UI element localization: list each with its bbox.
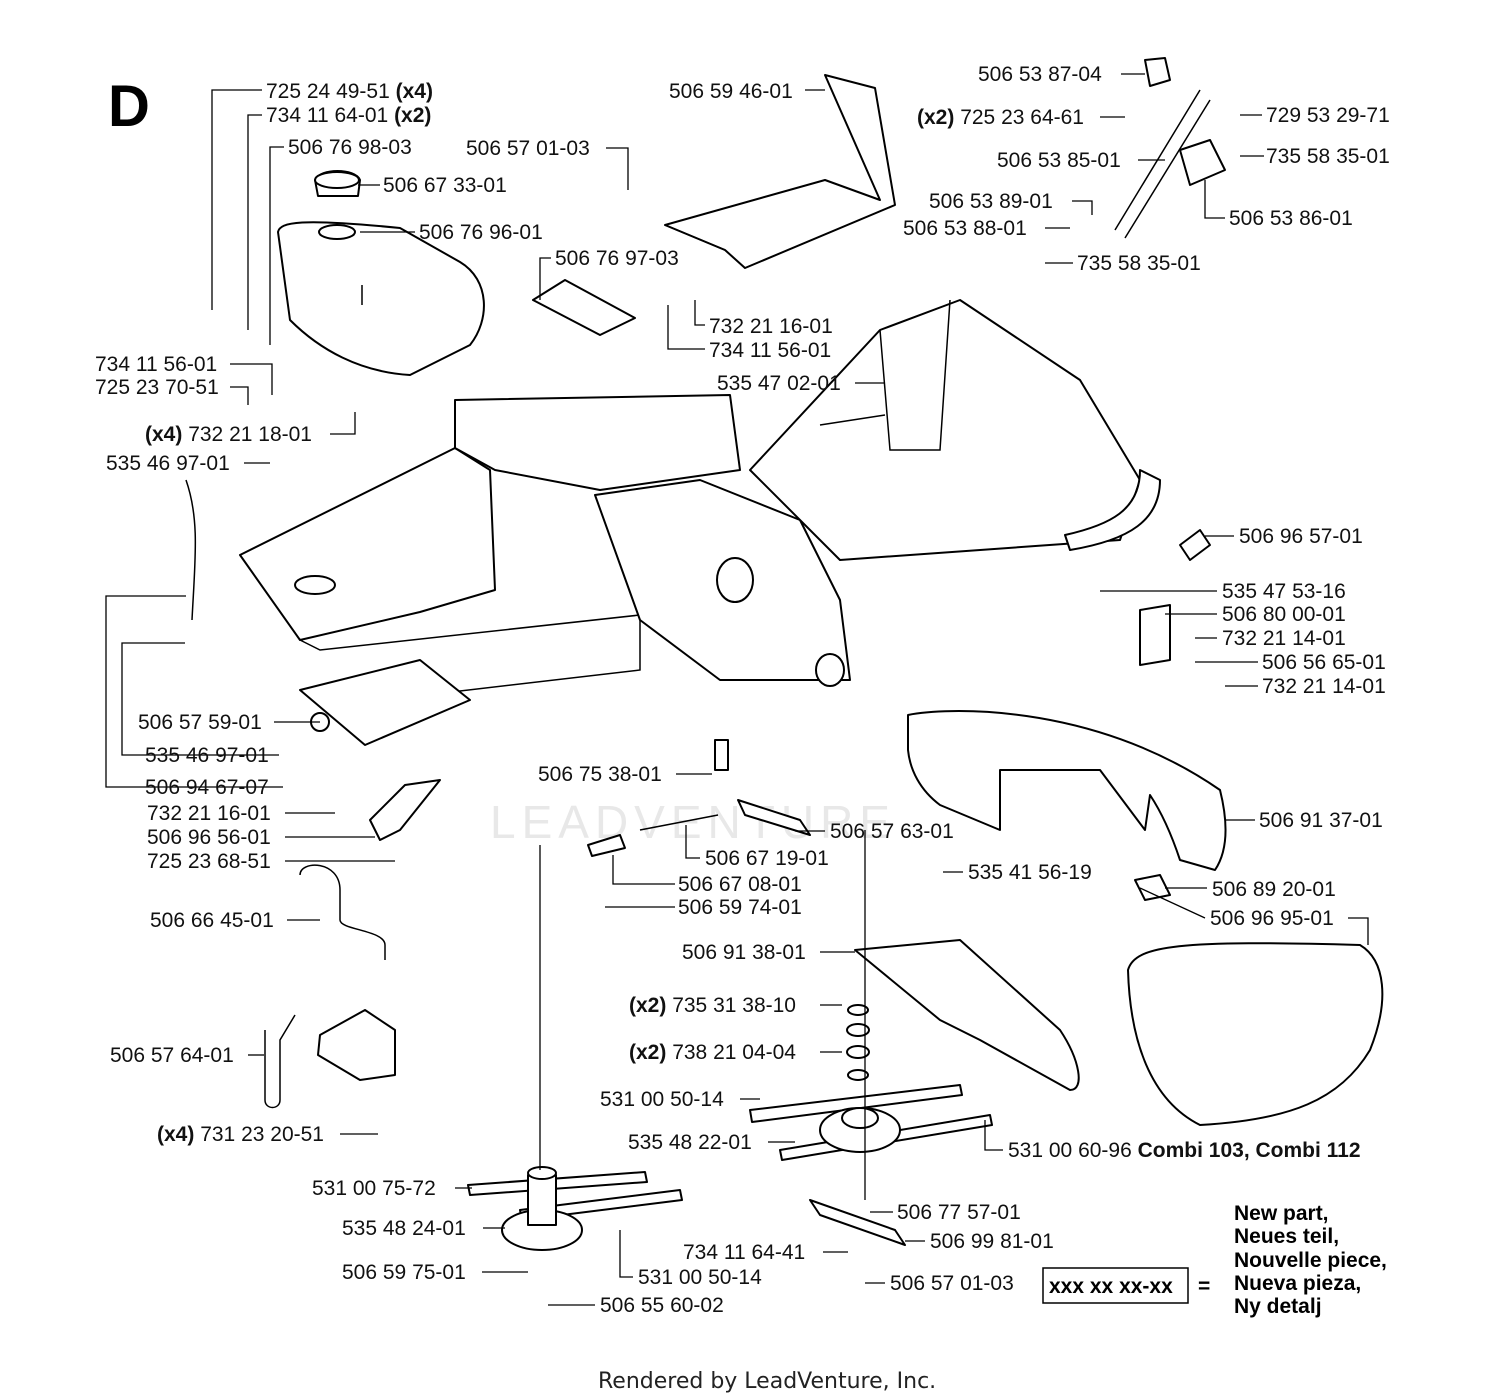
brake-lever-illustration	[1114, 57, 1226, 239]
callout-c4: 506 67 33-01	[383, 174, 507, 197]
callout-c50: 506 57 64-01	[110, 1044, 234, 1067]
callout-c51: 531 00 50-14	[600, 1088, 724, 1111]
callout-c10: 734 11 56-01	[709, 339, 831, 362]
callout-c23: (x4) 732 21 18-01	[145, 423, 312, 446]
callout-c19: 506 53 88-01	[903, 217, 1027, 240]
callout-c25: 506 96 57-01	[1239, 525, 1363, 548]
callout-c27: 506 80 00-01	[1222, 603, 1346, 626]
side-cover-illustration	[1127, 942, 1384, 1126]
callout-c30: 732 21 14-01	[1262, 675, 1386, 698]
callout-c35: 506 96 56-01	[147, 826, 271, 849]
legend-line-3: Nouvelle piece,	[1234, 1249, 1387, 1272]
leader-lines	[105, 73, 1369, 1306]
callout-c41: 506 67 08-01	[678, 873, 802, 896]
callout-c16: 735 58 35-01	[1266, 145, 1390, 168]
callout-c9: 732 21 16-01	[709, 315, 833, 338]
hardware-illustration	[185, 479, 1211, 1109]
legend-box	[1042, 1267, 1189, 1304]
callout-c48: (x2) 735 31 38-10	[629, 994, 796, 1017]
callout-labels: 725 24 49-51 (x4) 734 11 64-01 (x2) 506 …	[95, 63, 1390, 1317]
callout-c37: 506 75 38-01	[538, 763, 662, 786]
callout-c39: 506 67 19-01	[705, 847, 829, 870]
callout-c44: 506 89 20-01	[1212, 878, 1336, 901]
legend-line-1: New part,	[1234, 1202, 1329, 1225]
fuel-tank-illustration	[277, 170, 485, 376]
callout-c45: 506 96 95-01	[1210, 907, 1334, 930]
callout-c2: 734 11 64-01 (x2)	[266, 104, 431, 127]
callout-c36: 725 23 68-51	[147, 850, 271, 873]
callout-c60: 506 59 75-01	[342, 1261, 466, 1284]
seat-plate-illustration	[664, 74, 896, 269]
callout-c21: 734 11 56-01	[95, 353, 217, 376]
watermark-text: LEADVENTURE	[490, 796, 896, 848]
callout-c29: 506 56 65-01	[1262, 651, 1386, 674]
pulley-right-illustration	[749, 1004, 993, 1246]
callout-c62: 506 57 01-03	[890, 1272, 1014, 1295]
callout-c38: 506 57 63-01	[830, 820, 954, 843]
callout-c6: 506 59 46-01	[669, 80, 793, 103]
callout-c14: 729 53 29-71	[1266, 104, 1390, 127]
callout-c33: 506 94 67-07	[145, 776, 269, 799]
callout-c31: 506 57 59-01	[138, 711, 262, 734]
legend-line-5: Ny detalj	[1234, 1295, 1322, 1318]
callout-c49: (x2) 738 21 04-04	[629, 1041, 796, 1064]
callout-c5: 506 76 96-01	[419, 221, 543, 244]
callout-c17: 506 53 89-01	[929, 190, 1053, 213]
callout-c63: 506 55 60-02	[600, 1294, 724, 1317]
callout-c47: 506 91 38-01	[682, 941, 806, 964]
callout-c53: 531 00 60-96 Combi 103, Combi 112	[1008, 1139, 1361, 1162]
callout-c18: 506 53 86-01	[1229, 207, 1353, 230]
main-frame-illustration	[239, 299, 1161, 746]
bracket-97-illustration	[532, 279, 636, 336]
callout-c34: 732 21 16-01	[147, 802, 271, 825]
callout-c28: 732 21 14-01	[1222, 627, 1346, 650]
callout-c46: 506 66 45-01	[150, 909, 274, 932]
callout-c26: 535 47 53-16	[1222, 580, 1346, 603]
callout-c59: 734 11 64-41	[683, 1241, 805, 1264]
lower-guard-illustration	[854, 939, 1080, 1091]
legend-line-4: Nueva pieza,	[1234, 1272, 1361, 1295]
callout-c42: 506 59 74-01	[678, 896, 802, 919]
callout-c55: 531 00 75-72	[312, 1177, 436, 1200]
callout-c40: 506 91 37-01	[1259, 809, 1383, 832]
callout-c54: (x4) 731 23 20-51	[157, 1123, 324, 1146]
new-part-legend: xxx xx xx-xx = New part, Neues teil, Nou…	[1042, 1202, 1387, 1318]
callout-c61: 531 00 50-14	[638, 1266, 762, 1289]
callout-c24: 535 46 97-01	[106, 452, 230, 475]
section-letter: D	[108, 74, 150, 139]
callout-c8: 506 76 97-03	[555, 247, 679, 270]
callout-c52: 535 48 22-01	[628, 1131, 752, 1154]
callout-c13: (x2) 725 23 64-61	[917, 106, 1084, 129]
callout-c7: 506 57 01-03	[466, 137, 590, 160]
callout-c57: 506 77 57-01	[897, 1201, 1021, 1224]
legend-equals: =	[1198, 1275, 1210, 1298]
callout-c20: 735 58 35-01	[1077, 252, 1201, 275]
callout-c1: 725 24 49-51 (x4)	[266, 80, 433, 103]
callout-c22: 725 23 70-51	[95, 376, 219, 399]
callout-c12: 506 53 87-04	[978, 63, 1102, 86]
legend-line-2: Neues teil,	[1234, 1225, 1339, 1248]
callout-c11: 535 47 02-01	[717, 372, 841, 395]
callout-c15: 506 53 85-01	[997, 149, 1121, 172]
legend-box-text: xxx xx xx-xx	[1049, 1275, 1173, 1298]
callout-c32: 535 46 97-01	[145, 744, 269, 767]
callout-c43: 535 41 56-19	[968, 861, 1092, 884]
footer-credit: Rendered by LeadVenture, Inc.	[598, 1369, 936, 1394]
belt-cover-illustration	[907, 710, 1227, 871]
pulley-left-illustration	[467, 1166, 683, 1251]
callout-c56: 535 48 24-01	[342, 1217, 466, 1240]
callout-c3: 506 76 98-03	[288, 136, 412, 159]
callout-c58: 506 99 81-01	[930, 1230, 1054, 1253]
